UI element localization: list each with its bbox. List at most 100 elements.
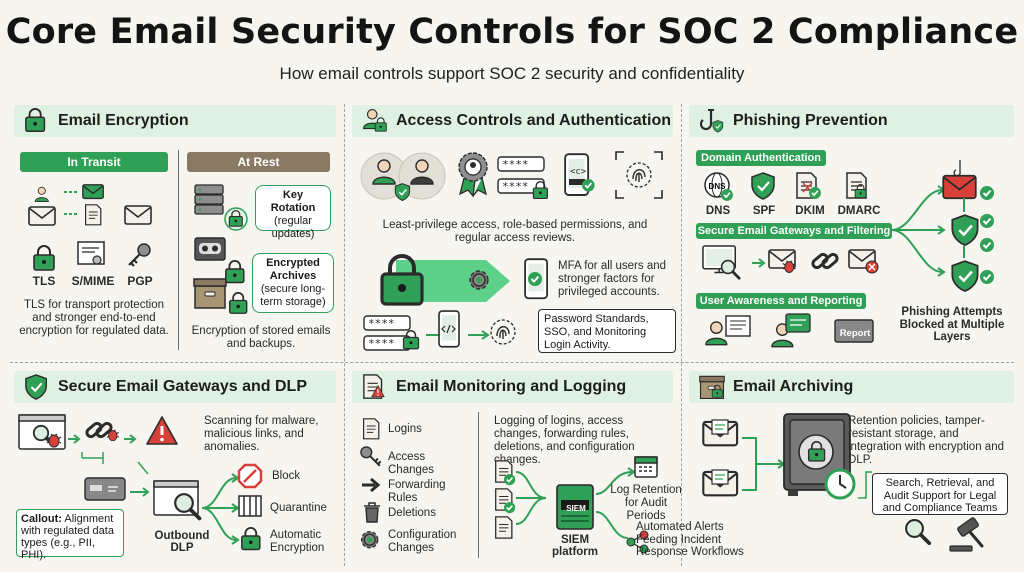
archive-connector	[742, 437, 786, 491]
arrow-icon	[130, 487, 150, 497]
page-subtitle: How email controls support SOC 2 securit…	[279, 64, 745, 83]
archive-lock-icon	[224, 259, 245, 284]
transit-description: TLS for transport protection and stronge…	[19, 299, 169, 337]
auto-encryption-label: Automatic Encryption	[270, 529, 325, 554]
page-title: Core Email Security Controls for SOC 2 C…	[5, 12, 1019, 52]
siem-server-icon	[556, 484, 594, 530]
users-group-icon	[360, 152, 446, 202]
search-support-box: Search, Retrieval, and Audit Support for…	[872, 473, 1008, 515]
domain-auth-tag: Domain Authentication	[696, 150, 826, 166]
user-lock-icon	[362, 108, 388, 134]
log-docs-icon	[495, 460, 547, 539]
access-description: Least-privilege access, role-based permi…	[382, 219, 648, 244]
password-note-box: Password Standards, SSO, and Monitoring …	[538, 309, 676, 353]
section-header: Access Controls and Authentication	[352, 105, 673, 137]
arrow-icon	[124, 434, 137, 444]
spf-shield-icon	[750, 171, 776, 201]
svg-text:DNS: DNS	[709, 182, 727, 191]
phishing-funnel-graphic	[891, 160, 995, 293]
block-label: Block	[272, 470, 301, 482]
badge-icon	[458, 152, 488, 198]
key-rotation-box: Key Rotation (regular updates)	[255, 185, 331, 240]
archiving-description: Retention policies, tamper-resistant sto…	[848, 415, 1004, 466]
archive-tape-icon	[194, 237, 226, 261]
in-transit-tag: In Transit	[20, 152, 168, 172]
blocked-envelope-icon	[848, 249, 879, 274]
arrow-icon	[468, 330, 490, 340]
divider	[344, 104, 345, 566]
blocked-caption: Phishing Attempts Blocked at Multiple La…	[899, 306, 1005, 343]
fingerprint-scan-icon	[615, 151, 663, 199]
broken-link-icon	[809, 251, 841, 271]
dlp-branches	[201, 473, 240, 545]
arrow-icon	[752, 258, 766, 268]
malware-envelope-icon	[768, 249, 797, 274]
smime-certificate-icon	[77, 241, 105, 265]
archive-box-icon	[699, 374, 725, 400]
bug-icon	[46, 433, 62, 448]
flow-connector	[81, 452, 149, 475]
pgp-key-icon	[127, 242, 152, 268]
warning-icon	[145, 415, 179, 446]
dmarc-doc-icon	[846, 172, 867, 199]
at-rest-tag: At Rest	[187, 152, 330, 172]
dlp-label: Outbound DLP	[154, 530, 210, 554]
archived-emails-icon	[702, 419, 739, 497]
scanner-monitor-icon	[702, 245, 741, 280]
mfa-description: MFA for all users and stronger factors f…	[558, 260, 667, 298]
siem-label: SIEM platform	[552, 534, 598, 558]
rotation-lock-icon	[224, 207, 248, 231]
mfa-phone-icon	[524, 258, 549, 300]
block-icon	[237, 463, 263, 489]
forward-arrow-icon	[362, 477, 381, 493]
box-lock-icon	[228, 292, 248, 315]
bug-icon	[106, 429, 120, 442]
divider	[681, 104, 682, 566]
encrypted-archives-box: Encrypted Archives (secure long-term sto…	[252, 253, 334, 313]
gavel-icon	[949, 517, 984, 552]
chat-user-icon	[771, 313, 811, 348]
siem-branches	[595, 467, 636, 539]
calendar-icon	[634, 456, 658, 478]
section-header: Phishing Prevention	[689, 105, 1014, 137]
quarantine-label: Quarantine	[270, 502, 327, 514]
callout-box: Callout: Alignment with regulated data t…	[16, 509, 124, 561]
search-magnifier-icon	[904, 518, 932, 546]
access-key-icon	[359, 445, 382, 467]
card-icon	[84, 477, 126, 501]
section-header: Email Archiving	[689, 371, 1014, 403]
hook-icon	[699, 108, 725, 134]
tls-lock-icon	[33, 245, 55, 271]
divider	[10, 362, 1014, 363]
archive-to-search-connector	[858, 471, 872, 499]
shield-icon	[24, 373, 50, 401]
dkim-doc-icon	[796, 172, 822, 200]
gateway-description: Scanning for malware, malicious links, a…	[204, 415, 319, 453]
training-user-icon	[705, 315, 751, 346]
rest-description: Encryption of stored emails and backups.	[191, 325, 331, 350]
transit-envelopes-icon	[64, 184, 104, 226]
section-header: Email Monitoring and Logging	[352, 371, 673, 403]
envelope-lock-icon	[24, 108, 50, 134]
report-button-icon	[834, 319, 874, 343]
vault-safe-icon	[783, 413, 856, 500]
section-header: Secure Email Gateways and DLP	[14, 371, 336, 403]
settings-gear-icon	[360, 530, 379, 549]
quarantine-icon	[238, 495, 262, 517]
gateways-tag: Secure Email Gateways and Filtering	[696, 223, 892, 239]
siem-icon-label: SIEM	[566, 504, 586, 513]
section-header: Email Encryption	[14, 105, 336, 137]
recipient-envelope-icon	[124, 205, 152, 225]
logins-list-icon	[363, 418, 380, 440]
log-warning-icon	[362, 374, 388, 400]
alerts-label: Automated Alerts Feeding Incident Respon…	[636, 521, 744, 558]
dlp-scanner-icon	[153, 480, 202, 521]
workflow-nodes-icon	[626, 530, 649, 554]
fingerprint-icon	[490, 319, 516, 345]
sso-phone-icon	[438, 310, 460, 348]
server-icon	[194, 184, 224, 215]
mfa-flow-graphic	[380, 254, 510, 306]
encryption-lock-icon	[240, 527, 261, 551]
phone-code-icon	[564, 153, 596, 196]
arrow-icon	[68, 434, 81, 444]
